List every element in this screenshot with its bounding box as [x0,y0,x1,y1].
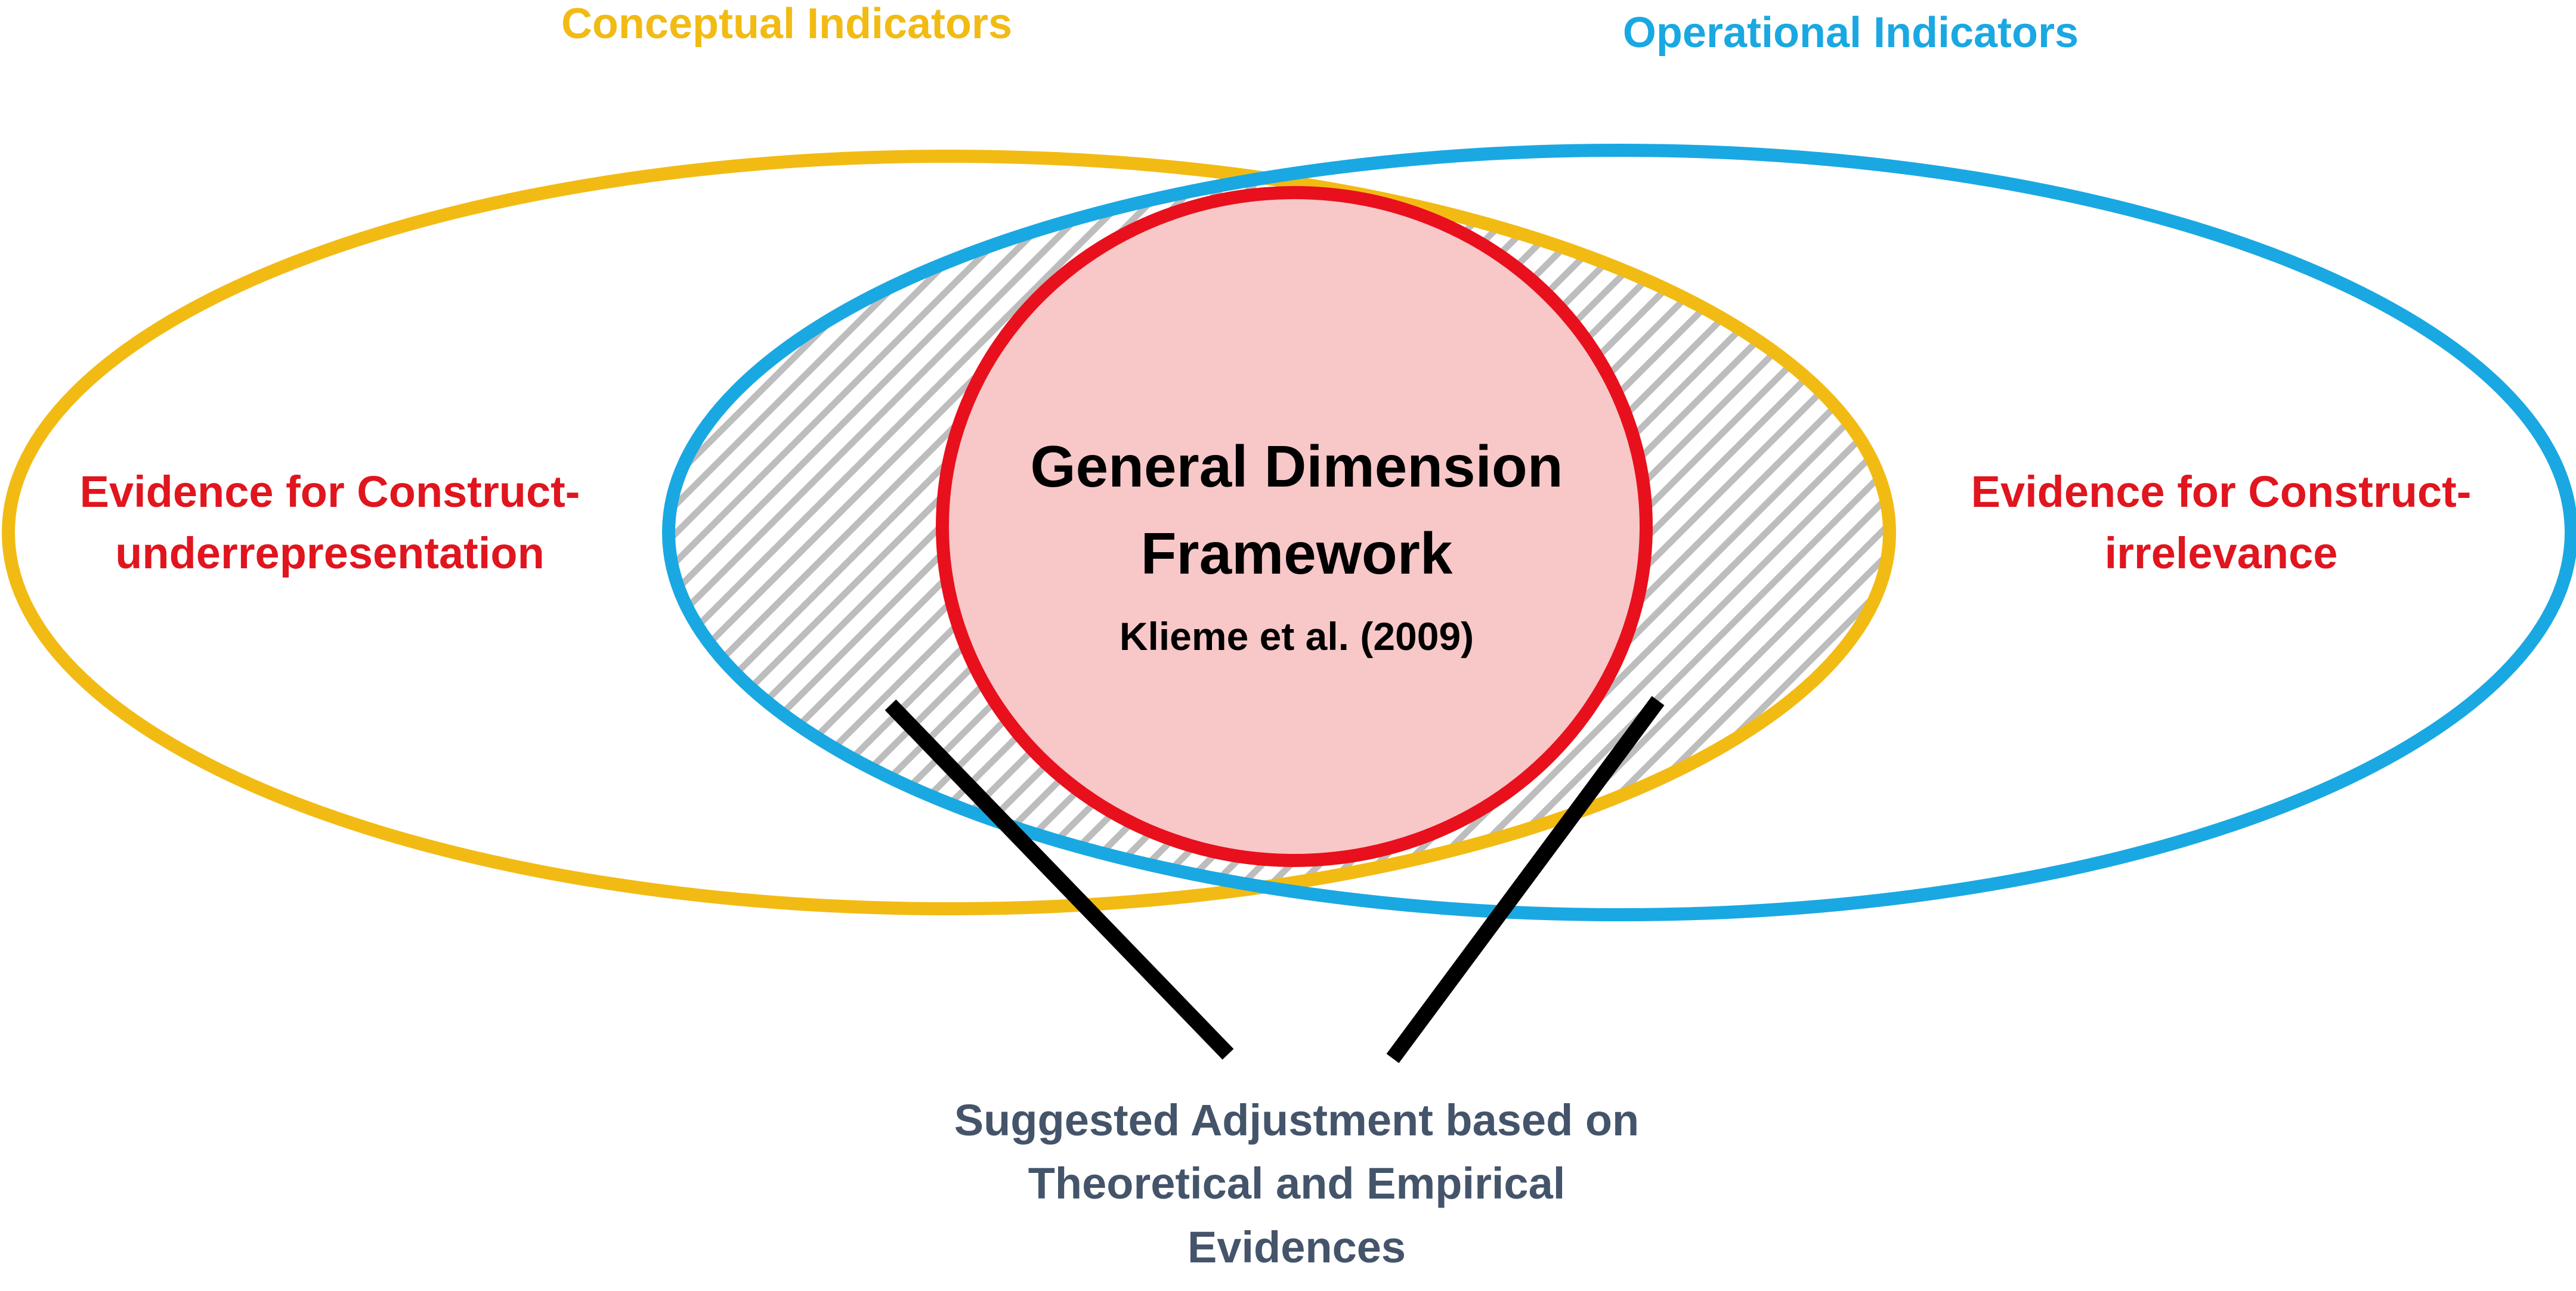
framework-title-line2: Framework [1141,521,1453,586]
operational-indicators-title: Operational Indicators [1623,9,2079,57]
framework-title-line1: General Dimension [1030,434,1563,499]
irrelevance-label-line1: Evidence for Construct- [1971,467,2472,516]
irrelevance-label-line2: irrelevance [2105,528,2338,578]
pointer-line-left [885,699,1234,1060]
framework-citation: Klieme et al. (2009) [1120,614,1474,658]
underrepresentation-label-line2: underrepresentation [115,528,545,578]
framework-circle [936,186,1653,867]
adjustment-label-line1: Suggested Adjustment based on [954,1095,1639,1145]
adjustment-label-line3: Evidences [1188,1222,1406,1272]
underrepresentation-label-line1: Evidence for Construct- [80,467,580,516]
pointer-line-right [1386,696,1665,1063]
operational-ellipse [662,144,2576,921]
conceptual-ellipse [2,150,1896,915]
conceptual-indicators-title: Conceptual Indicators [561,0,1012,48]
adjustment-label-line2: Theoretical and Empirical [1028,1159,1566,1208]
